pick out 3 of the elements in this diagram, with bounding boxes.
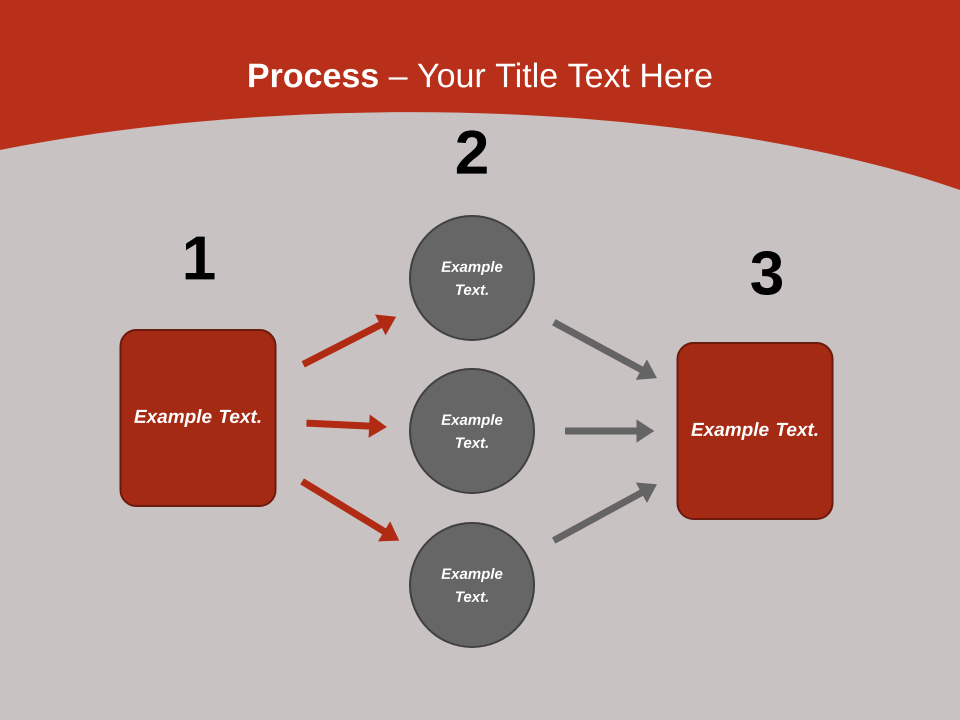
process-box: Example Text. [676,342,834,520]
title: Process – Your Title Text Here [249,62,712,88]
process-box: Example Text. [120,329,276,507]
